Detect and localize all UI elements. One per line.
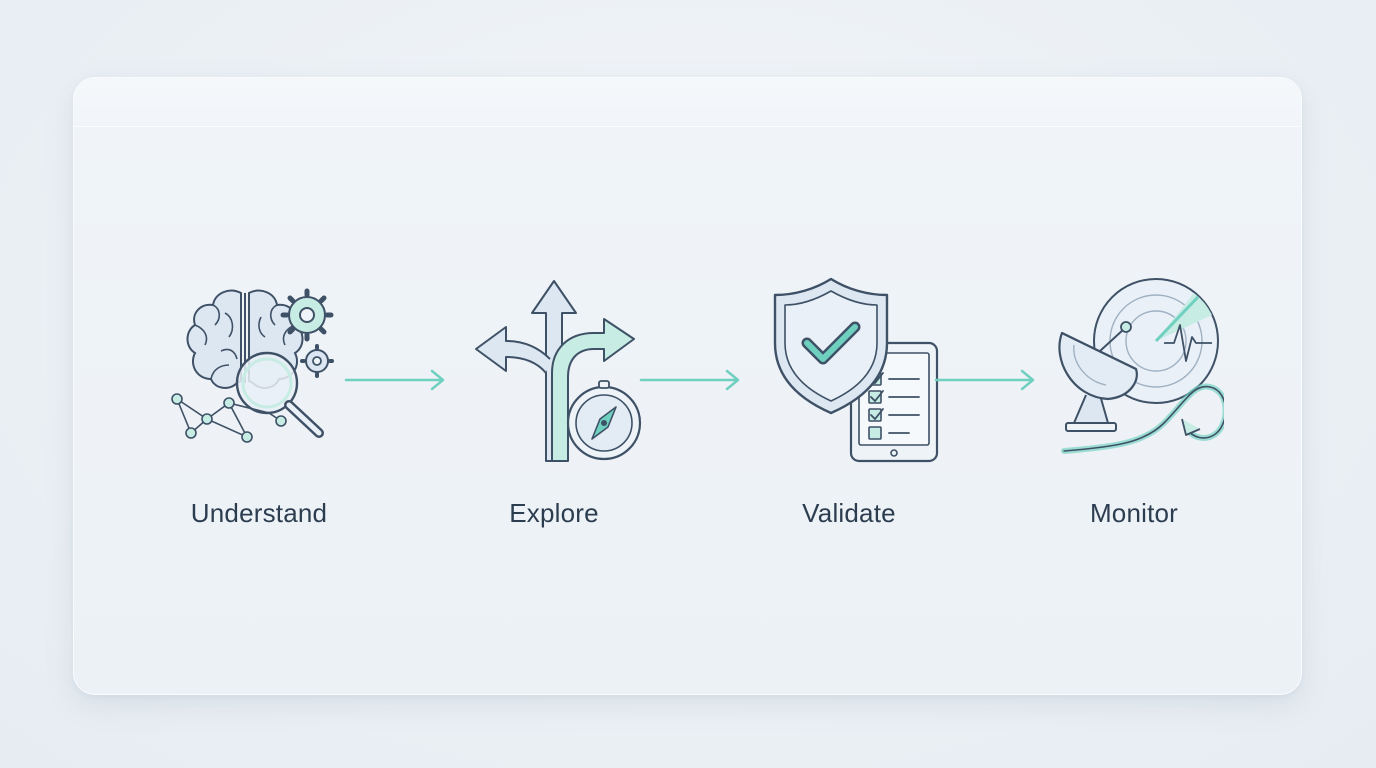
compass-icon [566,380,642,461]
step-validate: Validate [739,273,959,553]
satellite-dish-radar-icon [1058,278,1224,454]
gear-icon-large [280,288,334,342]
step-label-validate: Validate [802,498,896,528]
step-understand: Understand [149,273,369,553]
step-label-monitor: Monitor [1089,498,1179,528]
step-monitor: Monitor [1024,273,1244,553]
magnifier-icon [235,351,324,438]
network-nodes-icon [171,393,287,443]
step-explore: Explore [444,273,664,553]
gear-icon-small [300,344,334,378]
shield-checklist-icon [773,277,939,463]
step-label-understand: Understand [190,498,328,528]
satellite-dish-icon [1058,321,1138,432]
process-card: Understand Explore [73,77,1302,695]
card-header-bar [74,78,1301,127]
flow-arrow-3 [934,369,1035,391]
shield-check-icon [773,277,889,415]
flow-arrow-2 [639,369,740,391]
branching-arrows-compass-icon [475,280,642,462]
flow-arrow-1 [344,369,445,391]
step-label-explore: Explore [509,498,599,528]
brain-magnifier-icon [171,288,334,443]
